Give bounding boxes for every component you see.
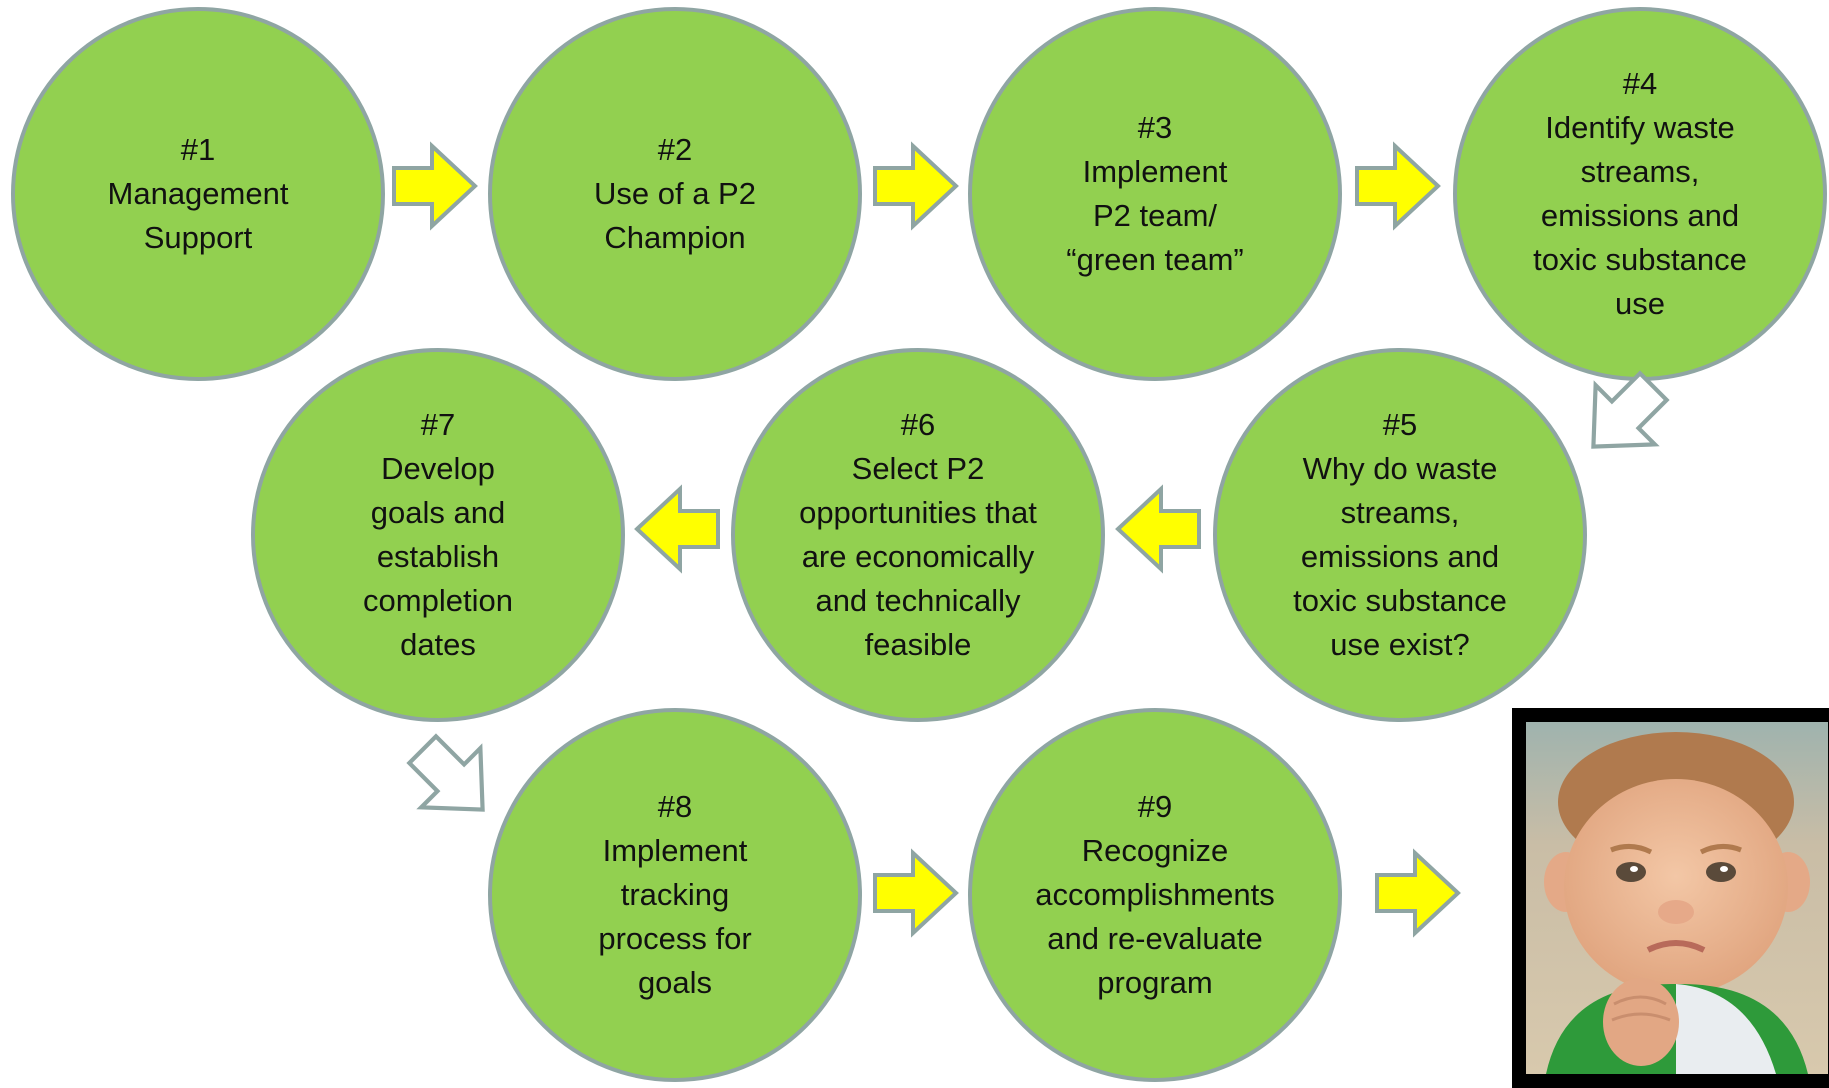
step-number: #9 bbox=[1137, 789, 1173, 824]
step-label: Identify waste streams, emissions and to… bbox=[1533, 110, 1747, 321]
baby-fist-photo bbox=[1526, 722, 1828, 1074]
step-number: #7 bbox=[420, 407, 456, 442]
step-label: Implement P2 team/ “green team” bbox=[1066, 154, 1244, 277]
step-4-circle: #4 Identify waste streams, emissions and… bbox=[1453, 7, 1827, 381]
step-label: Recognize accomplishments and re-evaluat… bbox=[1035, 833, 1275, 1000]
photo-frame bbox=[1512, 708, 1829, 1088]
arrow-down-left-icon bbox=[1591, 370, 1670, 449]
step-1-circle: #1 Management Support bbox=[11, 7, 385, 381]
step-number: #3 bbox=[1137, 110, 1173, 145]
step-number: #4 bbox=[1622, 66, 1658, 101]
step-3-circle: #3 Implement P2 team/ “green team” bbox=[968, 7, 1342, 381]
arrow-right-icon bbox=[873, 141, 959, 231]
step-number: #6 bbox=[900, 407, 936, 442]
step-5-circle: #5 Why do waste streams, emissions and t… bbox=[1213, 348, 1587, 722]
step-number: #2 bbox=[657, 132, 693, 167]
step-6-circle: #6 Select P2 opportunities that are econ… bbox=[731, 348, 1105, 722]
step-2-circle: #2 Use of a P2 Champion bbox=[488, 7, 862, 381]
arrow-left-icon bbox=[1115, 484, 1201, 574]
step-number: #5 bbox=[1382, 407, 1418, 442]
arrow-right-icon bbox=[873, 848, 959, 938]
step-9-circle: #9 Recognize accomplishments and re-eval… bbox=[968, 708, 1342, 1082]
step-label: Select P2 opportunities that are economi… bbox=[799, 451, 1037, 662]
step-7-circle: #7 Develop goals and establish completio… bbox=[251, 348, 625, 722]
step-label: Why do waste streams, emissions and toxi… bbox=[1293, 451, 1507, 662]
step-label: Develop goals and establish completion d… bbox=[363, 451, 513, 662]
step-number: #8 bbox=[657, 789, 693, 824]
step-label: Implement tracking process for goals bbox=[598, 833, 752, 1000]
arrow-right-icon bbox=[392, 141, 478, 231]
step-number: #1 bbox=[180, 132, 216, 167]
step-label: Use of a P2 Champion bbox=[594, 176, 756, 255]
arrow-left-icon bbox=[634, 484, 720, 574]
arrow-right-icon bbox=[1355, 141, 1441, 231]
step-label: Management Support bbox=[107, 176, 289, 255]
arrow-right-icon bbox=[1375, 848, 1461, 938]
arrow-down-right-icon bbox=[406, 733, 485, 812]
step-8-circle: #8 Implement tracking process for goals bbox=[488, 708, 862, 1082]
